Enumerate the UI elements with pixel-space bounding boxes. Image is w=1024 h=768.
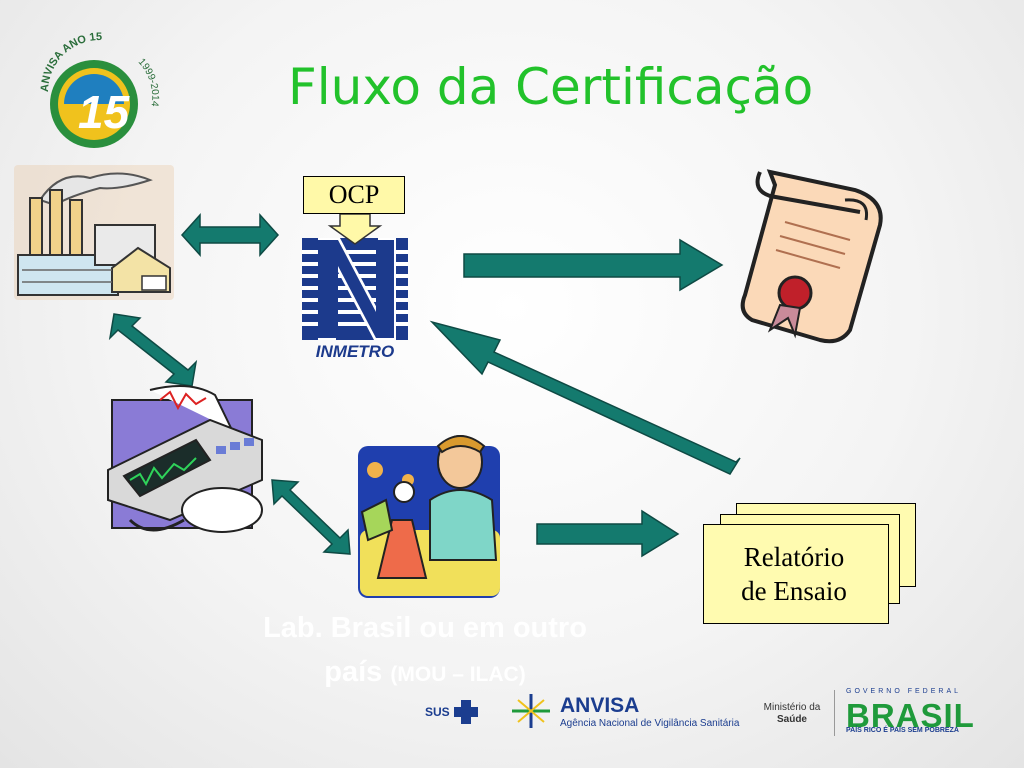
brasil-slogan: PAÍS RICO É PAÍS SEM POBREZA <box>846 727 959 734</box>
arrow-to-certificate <box>464 240 722 290</box>
factory-icon <box>14 165 174 300</box>
lab-note: (MOU – ILAC) <box>390 663 525 686</box>
medical-device-icon <box>108 386 262 532</box>
footer-divider <box>834 690 835 736</box>
report-label: Relatório de Ensaio <box>706 540 882 608</box>
lab-line2: país <box>324 656 382 688</box>
lab-scientist-icon <box>358 436 500 598</box>
inmetro-logo-icon <box>302 214 408 340</box>
ministerio-line2: Saúde <box>760 714 824 726</box>
sus-logo-text: SUS <box>425 705 450 719</box>
lab-line1: Lab. Brasil ou em outro <box>215 606 635 650</box>
gov-federal-text: GOVERNO FEDERAL <box>846 688 961 695</box>
inmetro-label: INMETRO <box>302 342 408 362</box>
arrow-factory-ocp <box>182 215 278 255</box>
anvisa-emblem-icon <box>508 692 554 730</box>
anvisa-subtitle: Agência Nacional de Vigilância Sanitária <box>560 718 739 729</box>
ministerio-line1: Ministério da <box>760 702 824 714</box>
report-line2: de Ensaio <box>706 574 882 608</box>
arrow-lab-report <box>537 511 678 556</box>
arrow-factory-medical <box>110 314 196 386</box>
certificate-scroll-icon <box>743 172 881 341</box>
ministerio-saude: Ministério da Saúde <box>760 702 824 726</box>
lab-label: Lab. Brasil ou em outro país (MOU – ILAC… <box>215 606 635 697</box>
anvisa-name: ANVISA <box>560 694 639 718</box>
sus-cross-icon <box>452 698 480 726</box>
arrow-medical-lab <box>272 480 350 554</box>
report-line1: Relatório <box>706 540 882 574</box>
ocp-label-box: OCP <box>303 176 405 214</box>
